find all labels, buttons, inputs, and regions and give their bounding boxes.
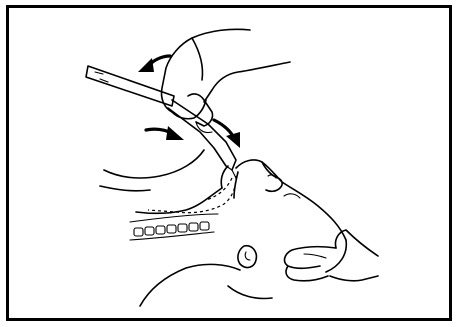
patient-head-icon (100, 150, 346, 306)
motion-arrow-icon (138, 56, 240, 148)
lower-gloved-hand-icon (285, 230, 378, 281)
upper-gloved-hand-icon (161, 29, 290, 132)
laryngoscope-icon (86, 66, 236, 178)
